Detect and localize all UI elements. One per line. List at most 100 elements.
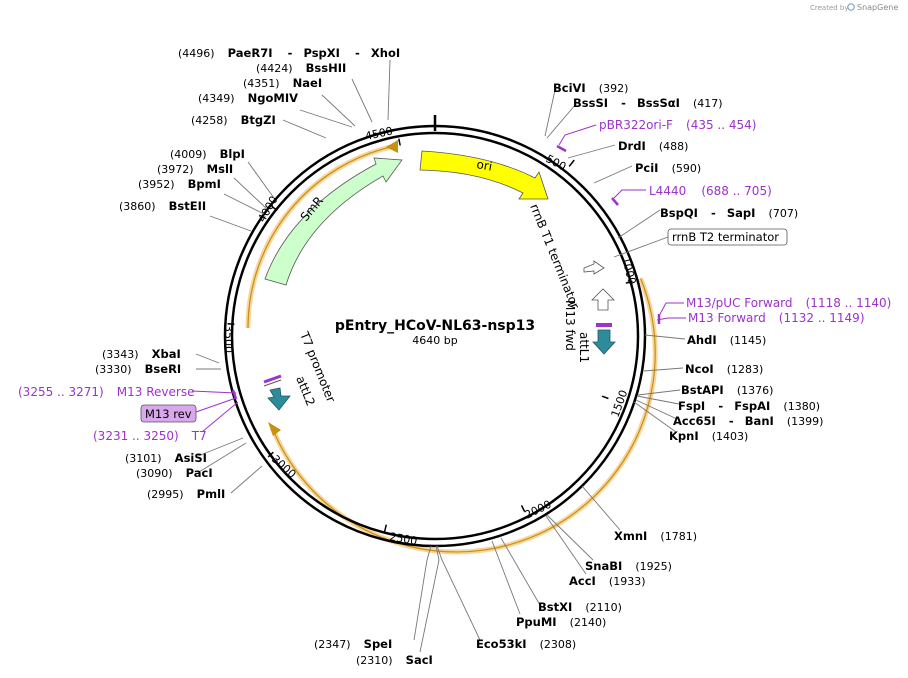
primer-leader-lines [191, 124, 686, 433]
leader-ncoi [643, 367, 684, 372]
leader-ahdi [644, 334, 686, 340]
leader-msli [233, 177, 268, 210]
enzyme-ppumi: PpuMI (2140) [516, 611, 606, 630]
primer-mark-m13rev [231, 389, 238, 400]
primer-m13-puc-forward: M13/pUC Forward (1118 .. 1140) [686, 292, 891, 311]
leader-asisi [197, 437, 244, 457]
rrnb-t1-arrow [583, 260, 605, 275]
tick-2000 [520, 505, 526, 512]
primer-leader-m13rev-box [195, 397, 237, 413]
primer-l4440: L4440 (688 .. 705) [649, 180, 772, 199]
leader-pcii [593, 165, 633, 184]
enzyme-beri: (3330) BseRI [95, 358, 181, 377]
enzyme-bstxi: BstXI (2110) [538, 596, 622, 615]
credit-prefix: Created by [810, 4, 849, 12]
leader-snabi [546, 514, 594, 561]
m13-rev-box [140, 404, 197, 423]
enzyme-blpi: (4009) BlpI [170, 143, 245, 162]
tick-label-3000: 3000 [269, 453, 299, 481]
credit-brand: SnapGene [857, 3, 898, 12]
t7-primer-bar [263, 374, 282, 384]
m13-rev-box-label: M13 rev [145, 407, 192, 421]
enzyme-kpni: KpnI (1403) [669, 425, 748, 444]
tick-4000 [271, 205, 278, 212]
tick-4500 [398, 138, 401, 146]
leader-rrnb-t2 [613, 236, 669, 258]
enzyme-bpmi: (3952) BpmI [138, 173, 221, 192]
plasmid-length: 4640 bp [412, 334, 457, 347]
leader-ngomiv [299, 109, 353, 128]
leader-xbai [195, 353, 220, 364]
insert-arc-arrowhead [268, 422, 281, 436]
enzyme-paci: (3090) PacI [136, 462, 213, 481]
tick-3000 [267, 451, 274, 458]
enzyme-spei: (2347) SpeI [314, 633, 392, 652]
rrnb-t2-box [667, 228, 788, 246]
leader-blpi [247, 161, 275, 199]
enzyme-bcivi: BciVI (392) [553, 77, 628, 96]
enzyme-ncoi: NcoI (1283) [685, 358, 763, 377]
ruler-ticks [227, 138, 633, 532]
enzyme-pcii: PciI (590) [635, 157, 701, 176]
leader-bpmi [223, 193, 265, 215]
leader-lines [195, 59, 686, 653]
enzyme-xbai: (3343) XbaI [102, 343, 181, 362]
tick-1000 [625, 280, 633, 284]
leader-spei [413, 545, 432, 641]
leader-ppumi [491, 540, 521, 615]
primer-leader-m13rev [191, 390, 237, 394]
leader-kpni [633, 401, 677, 433]
enzyme-xmni: XmnI (1781) [614, 525, 697, 544]
enzyme-naei: (4351) NaeI [243, 72, 322, 91]
enzyme-saci: (2310) SacI [356, 649, 433, 668]
leader-acc65i [635, 399, 678, 420]
primer-marks [231, 144, 661, 400]
enzyme-snabi: SnaBI (1925) [585, 555, 672, 574]
tick-label-3500: 3500 [222, 325, 235, 353]
smr-arrow [264, 157, 403, 286]
primer-mark-l4440 [611, 197, 619, 206]
insert-arc-line [271, 278, 656, 553]
tick-500 [568, 159, 575, 167]
leader-eco53ki [436, 545, 481, 641]
snapgene-credit: Created by SnapGene [810, 3, 898, 12]
primer-m13-reverse: (3255 .. 3271) M13 Reverse [18, 381, 194, 400]
backbone-inner-circle [230, 131, 640, 541]
enzyme-ngomiv: (4349) NgoMIV [198, 87, 298, 106]
primer-mark-pbr [556, 144, 567, 153]
enzyme-bsssi: BssSI - BssSαI (417) [573, 92, 723, 111]
attl2-arrow [267, 387, 291, 411]
plasmid-name: pEntry_HCoV-NL63-nsp13 [335, 318, 535, 334]
enzyme-btgzi: (4258) BtgZI [191, 109, 276, 128]
feature-attl1: attL1 [577, 323, 616, 363]
feature-smr: SmR [264, 157, 403, 286]
primer-pbr322ori-f: pBR322ori-F (435 .. 454) [599, 114, 756, 133]
enzyme-bspqi: BspQI - SapI (707) [660, 202, 798, 221]
enzyme-pmli: (2995) PmlI [147, 483, 225, 502]
enzyme-msli: (3972) MslI [157, 158, 233, 177]
tick-1500 [601, 395, 609, 400]
ori-label: ori [475, 157, 493, 173]
attl2-label: attL2 [293, 374, 318, 408]
leader-bspqi [617, 209, 661, 239]
leader-bsssi [546, 103, 577, 139]
leader-bstapi [637, 389, 681, 396]
primer-t7: (3231 .. 3250) T7 [93, 425, 207, 444]
feature-m13-fwd: M13 fwd [563, 288, 615, 351]
t7-promoter-bar [263, 379, 282, 387]
leader-paci [198, 442, 247, 473]
leader-bstxi [500, 537, 541, 606]
attl1-label: attL1 [577, 332, 591, 363]
leader-acci [545, 515, 587, 575]
smr-arc-line [247, 145, 396, 329]
leader-bcivi [544, 89, 556, 137]
leader-bsteii [209, 215, 252, 232]
enzyme-eco53ki: Eco53kI (2308) [476, 633, 576, 652]
primer-leader-t7 [201, 401, 239, 433]
ori-arrow [419, 150, 549, 200]
primer-leader-pbr [558, 124, 597, 146]
enzyme-drdi: DrdI (488) [618, 135, 688, 154]
enzyme-bsshii: (4424) BssHII [256, 57, 346, 76]
leader-paer7i [387, 59, 391, 121]
